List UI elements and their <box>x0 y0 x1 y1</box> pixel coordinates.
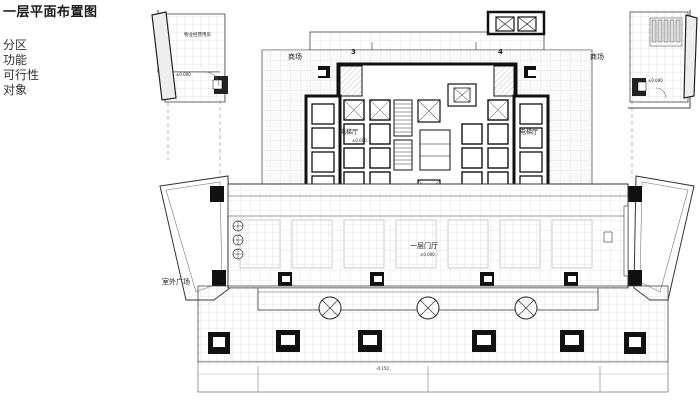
plan-labels: 商场 商场 物业经营用房 电梯厅 电梯厅 一层门厅 室外广场 3 4 ±0.00… <box>162 31 663 371</box>
elevation-front: -0.150 <box>376 366 389 371</box>
label-mall-right: 商场 <box>590 52 604 61</box>
elevation-lobby: ±0.000 <box>420 252 435 257</box>
label-outdoor-plaza: 室外广场 <box>162 277 190 286</box>
canopy-right <box>628 175 695 301</box>
elevation-left: ±0.000 <box>176 72 191 77</box>
page-title: 一层平面布置图 <box>3 5 98 20</box>
category-list: 分区 功能 可行性 对象 <box>3 38 39 98</box>
label-property-office: 物业经营用房 <box>184 31 211 38</box>
label-axis-4: 4 <box>498 48 503 56</box>
category-feasibility: 可行性 <box>3 68 40 82</box>
label-elevator-hall-right: 电梯厅 <box>520 128 538 136</box>
label-axis-3: 3 <box>351 48 356 56</box>
category-target: 对象 <box>3 83 28 97</box>
elevation-main: ±0.000 <box>352 138 367 143</box>
lobby-area <box>227 183 629 289</box>
left-wing <box>151 10 228 178</box>
outdoor-plaza <box>197 285 669 393</box>
right-wing <box>628 10 698 178</box>
label-elevator-hall-left: 电梯厅 <box>340 128 358 136</box>
label-mall-left: 商场 <box>288 52 302 61</box>
category-function: 功能 <box>3 53 28 67</box>
category-zoning: 分区 <box>3 38 28 52</box>
label-lobby: 一层门厅 <box>410 241 438 250</box>
elevation-side: ±0.000 <box>648 78 663 83</box>
